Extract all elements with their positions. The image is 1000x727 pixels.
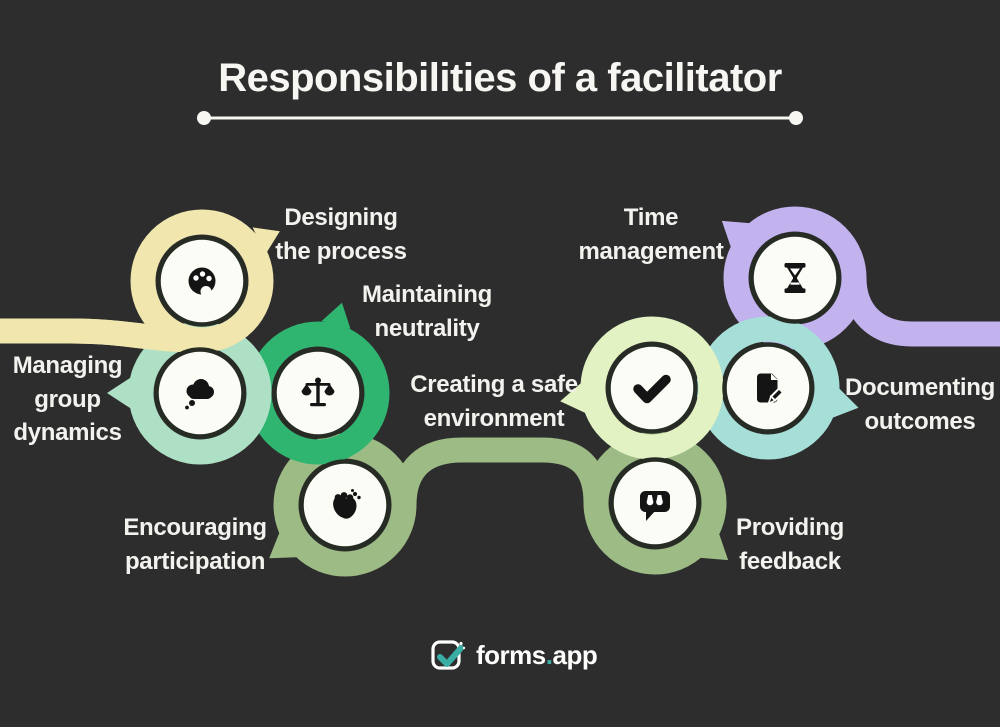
clapping-hands-icon xyxy=(333,489,361,519)
hourglass-icon xyxy=(784,263,806,293)
forms-app-logo-text: forms.app xyxy=(476,639,598,670)
forms-app-logo-icon xyxy=(431,640,466,670)
arrow-designing xyxy=(252,227,280,255)
arrow-providing xyxy=(700,534,729,561)
forms-app-logo: forms.app xyxy=(430,636,598,674)
quote-bubble-icon xyxy=(640,491,670,521)
label-time-management: Time management xyxy=(578,204,724,265)
label-encouraging-participation: Encouraging participation xyxy=(123,514,267,575)
thought-cloud-icon xyxy=(185,379,214,410)
arrow-managing xyxy=(107,378,130,408)
arrow-documenting xyxy=(832,388,859,418)
page-title: Responsibilities of a facilitator xyxy=(218,56,782,100)
band-center-arch xyxy=(391,437,609,506)
label-designing-the-process: Designing the process xyxy=(275,204,407,265)
arrow-safe xyxy=(560,383,586,413)
ring-check xyxy=(580,316,724,460)
label-creating-safe-environment: Creating a safe environment xyxy=(410,371,578,432)
balance-scales-icon xyxy=(301,377,335,407)
band-exit-right xyxy=(841,277,1000,347)
label-providing-feedback: Providing feedback xyxy=(736,514,844,575)
arrow-time xyxy=(721,220,750,247)
arrow-encouraging xyxy=(269,532,297,559)
label-managing-group-dynamics: Managing group dynamics xyxy=(12,352,123,446)
underline-dot-left xyxy=(197,111,211,125)
ring-palette xyxy=(130,209,274,353)
document-pencil-icon xyxy=(757,373,785,406)
underline-dot-right xyxy=(789,111,803,125)
paint-palette-icon xyxy=(188,267,216,297)
label-maintaining-neutrality: Maintaining neutrality xyxy=(361,281,493,342)
label-documenting-outcomes: Documenting outcomes xyxy=(844,374,996,435)
checkmark-icon xyxy=(633,374,671,404)
title-underline xyxy=(197,111,803,125)
arrow-maintaining xyxy=(321,302,351,329)
